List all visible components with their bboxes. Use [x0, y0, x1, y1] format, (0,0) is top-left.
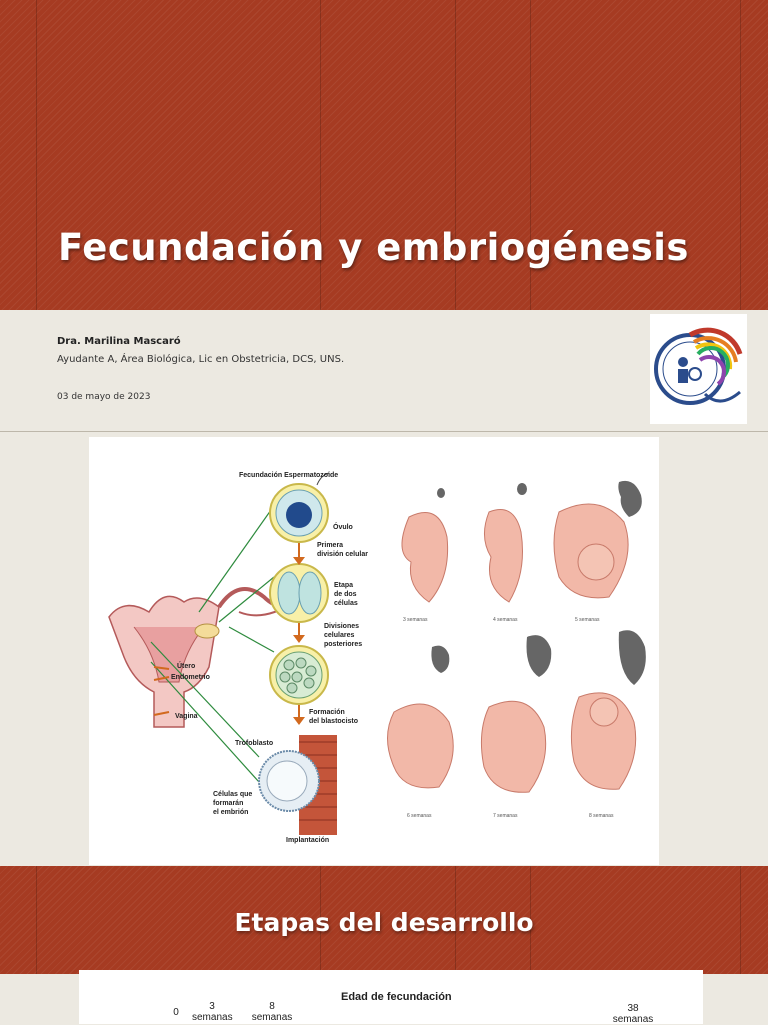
development-timeline: Edad de fecundación 0 3 semanas 8 semana…: [79, 970, 703, 1025]
zygote-cell: [269, 472, 330, 543]
blastocyst-implantation: [258, 735, 337, 835]
tick-0: 0: [173, 1007, 179, 1018]
label-formacion-2: del blastocisto: [309, 718, 358, 725]
two-cell-stage: [269, 563, 329, 623]
week-label-7: 7 semanas: [493, 813, 518, 819]
title-banner: Fecundación y embriogénesis: [0, 0, 768, 310]
label-implantacion: Implantación: [286, 837, 329, 844]
week-label-6: 6 semanas: [407, 813, 432, 819]
label-utero: Útero: [177, 661, 195, 670]
label-etapa-2: de dos: [334, 591, 357, 598]
embryology-figure: Fecundación Espermatozoide Óvulo Primera…: [89, 437, 659, 865]
tick-3-unit: semanas: [192, 1012, 233, 1023]
section-title: Etapas del desarrollo: [234, 908, 534, 937]
label-divisiones-3: posteriores: [324, 641, 362, 648]
label-primera-2: división celular: [317, 551, 368, 558]
label-vagina: Vagina: [175, 713, 198, 720]
author-role: Ayudante A, Área Biológica, Lic en Obste…: [57, 354, 345, 365]
label-ovulo: Óvulo: [333, 522, 353, 531]
label-trofoblasto: Trofoblasto: [235, 740, 273, 747]
week-label-8: 8 semanas: [589, 813, 614, 819]
tick-8: 8: [269, 1001, 275, 1012]
morula-stage: [269, 645, 329, 705]
presentation-date: 03 de mayo de 2023: [57, 392, 151, 402]
label-fecundacion: Fecundación Espermatozoide: [239, 472, 338, 479]
stage-arrows: [153, 543, 305, 725]
label-celulas-3: el embrión: [213, 809, 248, 816]
university-logo: [650, 314, 747, 424]
week-label-5: 5 semanas: [575, 617, 600, 623]
week-label-3: 3 semanas: [403, 617, 428, 623]
tick-3: 3: [209, 1001, 215, 1012]
label-endometrio: Endometrio: [171, 674, 210, 681]
timeline-caption: Edad de fecundación: [341, 991, 452, 1003]
tick-8-unit: semanas: [251, 1012, 293, 1023]
tick-38-unit: semanas: [612, 1014, 654, 1025]
author-info: Dra. Marilina Mascaró Ayudante A, Área B…: [0, 310, 768, 432]
label-divisiones: Divisiones: [324, 623, 359, 630]
tick-38: 38: [627, 1003, 639, 1014]
label-divisiones-2: celulares: [324, 632, 354, 639]
label-formacion: Formación: [309, 709, 345, 716]
label-primera: Primera: [317, 542, 343, 549]
label-celulas: Células que: [213, 791, 252, 798]
label-celulas-2: formarán: [213, 800, 243, 807]
week-label-4: 4 semanas: [493, 617, 518, 623]
label-etapa: Etapa: [334, 582, 353, 589]
connector-lines: [150, 509, 275, 783]
author-name: Dra. Marilina Mascaró: [57, 336, 181, 347]
label-etapa-3: células: [334, 600, 358, 607]
divider: [0, 431, 768, 432]
section-banner: [0, 866, 768, 974]
slide-title: Fecundación y embriogénesis: [58, 226, 689, 269]
embryo-stages: [387, 480, 646, 793]
uterus-illustration: [108, 587, 296, 728]
